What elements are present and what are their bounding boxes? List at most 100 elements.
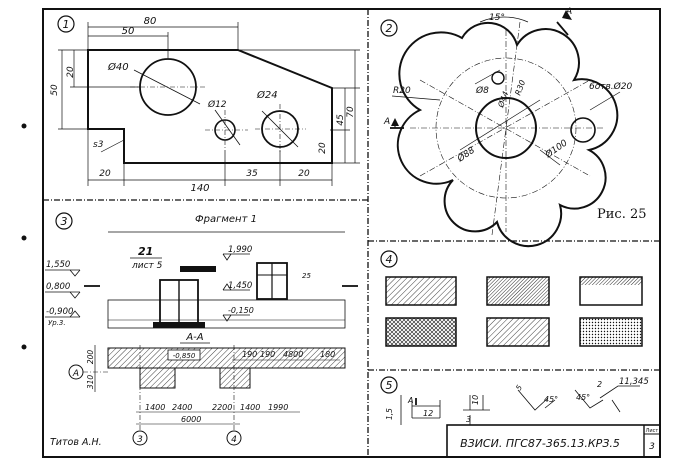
material-sample-hatch2 — [486, 317, 550, 347]
title-block — [446, 424, 661, 458]
level-minus-0850: -0,850 — [173, 352, 196, 360]
panel-1: 1 8 — [50, 15, 360, 194]
dim-phi12: Ø12 — [207, 99, 227, 110]
panel-number-circle — [380, 250, 398, 268]
dim-5: 5 — [514, 383, 524, 392]
grid-a: А — [72, 369, 79, 379]
level-1550: 1,550 — [46, 260, 70, 270]
dim-20-bottom-right: 20 — [298, 169, 310, 179]
dim-3: 3 — [466, 415, 471, 424]
dimension-lines — [58, 22, 360, 186]
panel-4: 4 — [380, 250, 643, 347]
hole-d8 — [491, 71, 505, 85]
dim-phi40: Ø40 — [107, 61, 129, 73]
plan-wall — [107, 347, 346, 369]
grid-3: 3 — [137, 435, 143, 445]
dim-310: 310 — [86, 375, 95, 390]
canopy — [180, 266, 216, 272]
dim-2400: 2400 — [172, 403, 192, 412]
drawing-code: ВЗИСИ. ПГС87-365.13.КРЗ.5 — [460, 437, 620, 450]
panel-number-circle — [380, 376, 398, 394]
dim-10: 10 — [471, 395, 480, 405]
grid-4: 4 — [231, 435, 237, 445]
dim-70: 70 — [346, 106, 356, 118]
dim-phi24: Ø24 — [256, 89, 278, 101]
section-cut — [390, 21, 569, 129]
dim-12: 12 — [423, 409, 433, 418]
level-1450: 1,450 — [228, 281, 252, 291]
leader-line — [214, 109, 241, 146]
dim-50: 50 — [122, 26, 135, 37]
level-1990: 1,990 — [228, 245, 252, 255]
material-sample-dense-hatch — [486, 276, 550, 306]
level-0800: 0,800 — [46, 282, 70, 292]
figure-caption: Рис. 25 — [597, 207, 647, 222]
dim-r20: R20 — [393, 86, 411, 96]
grid-bubble — [226, 430, 242, 446]
panel-number: 5 — [386, 379, 393, 392]
dim-phi8: Ø8 — [475, 85, 489, 96]
panel-number: 1 — [63, 18, 70, 31]
material-sample-partial-fill — [580, 277, 642, 285]
panel-number: 2 — [386, 22, 393, 35]
dim-2: 2 — [597, 380, 602, 389]
panel-number-circle — [380, 19, 398, 37]
section-label-a2: А — [383, 117, 390, 127]
material-sample-hatch — [385, 276, 457, 306]
level-11345: 11,345 — [619, 377, 649, 387]
panel-3: 3 Фрагмент 1 21 лист 5 25 1,550 0,800 -0… — [45, 212, 358, 448]
dim-1400a: 1400 — [145, 403, 165, 412]
dim-190b: 190 — [260, 350, 275, 359]
dim-holes: 6отв.Ø20 — [589, 81, 632, 92]
door-sill — [153, 322, 205, 328]
dim-1990: 1990 — [268, 403, 288, 412]
panel-5: 5 А 1,5 12 3 10 5 45° 2 45° 11,345 — [380, 376, 661, 458]
leader-lines — [391, 16, 621, 166]
panel-number-circle — [55, 212, 73, 230]
panel-number: 3 — [61, 215, 68, 228]
center-lines — [130, 86, 306, 154]
panel-number-circle — [57, 15, 75, 33]
section-label-a: А — [565, 7, 572, 17]
angle-45b: 45° — [576, 393, 590, 402]
center-lines — [410, 21, 605, 236]
dim-140: 140 — [190, 183, 209, 194]
plan-pier — [139, 367, 176, 389]
level-minus-0900: -0,900 — [46, 307, 73, 317]
binding-hole — [21, 235, 27, 241]
dim-1400b: 1400 — [240, 403, 260, 412]
level-note: Ур.3. — [48, 319, 66, 327]
wall-band — [107, 299, 346, 329]
author: Титов А.Н. — [50, 437, 102, 448]
ref-sheet: лист 5 — [131, 261, 163, 271]
sheet-frame — [42, 8, 661, 458]
binding-hole — [21, 123, 27, 129]
grid-bubble — [132, 430, 148, 446]
dim-r30: R30 — [513, 79, 527, 97]
angle-45a: 45° — [544, 395, 558, 404]
dim-20-right: 20 — [318, 142, 328, 154]
angle-15: 15° — [489, 13, 505, 23]
sheet-number: 3 — [649, 442, 655, 452]
dim-phi100: Ø100 — [543, 137, 570, 161]
sheet-label: Лист — [646, 428, 659, 434]
level-box — [167, 349, 201, 361]
dim-20-bottom-left: 20 — [99, 169, 111, 179]
level-minus-0150: -0,150 — [228, 306, 254, 315]
material-sample-cross — [385, 317, 457, 347]
element-drawings — [400, 385, 640, 425]
level-marks — [45, 253, 250, 322]
dim-190a: 190 — [242, 350, 257, 359]
wall-mark: 25 — [302, 272, 311, 280]
dim-s3: s3 — [93, 140, 104, 150]
flange-outline — [396, 21, 619, 248]
dim-4800: 4800 — [283, 350, 303, 359]
panel-2: 2 15° — [380, 7, 647, 248]
grid-lines — [139, 345, 235, 432]
section-title: А-А — [185, 332, 203, 343]
part-outline — [87, 49, 333, 164]
dim-phi88: Ø88 — [455, 145, 478, 165]
panel-number: 4 — [386, 253, 393, 266]
material-sample-dots — [579, 317, 643, 347]
dim-6000: 6000 — [181, 415, 201, 424]
